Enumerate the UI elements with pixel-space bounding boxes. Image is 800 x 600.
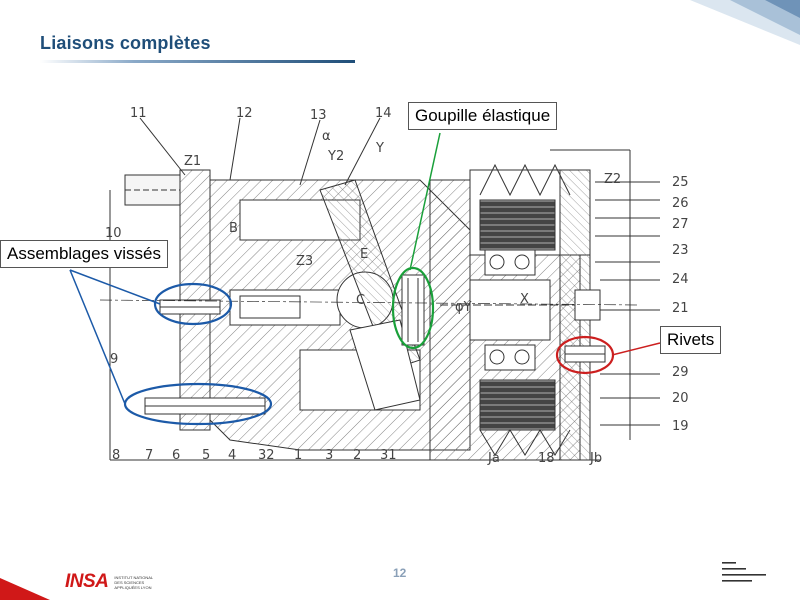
goupille-connector (409, 132, 441, 271)
label-18: 18 (538, 451, 555, 466)
label-b: B (229, 221, 238, 236)
drawing-body (99, 117, 660, 461)
label-32: 32 (258, 448, 275, 463)
label-1: 1 (294, 448, 302, 463)
label-alpha: α (322, 129, 331, 144)
label-y2: Y2 (327, 149, 344, 164)
label-26: 26 (672, 196, 689, 211)
corner-decoration (690, 0, 800, 45)
insa-logo: INSA INSTITUT NATIONAL DES SCIENCES APPL… (65, 571, 154, 593)
label-25: 25 (672, 175, 689, 190)
label-14: 14 (375, 106, 392, 121)
label-10: 10 (105, 226, 122, 241)
label-7: 7 (145, 448, 153, 463)
rivets-connector (611, 342, 661, 356)
label-24: 24 (672, 272, 689, 287)
label-ja: Ja (487, 451, 500, 466)
label-23: 23 (672, 243, 689, 258)
label-jb: Jb (589, 451, 602, 466)
footer-wedge (0, 578, 50, 600)
title-underline (40, 60, 355, 63)
label-31: 31 (380, 448, 397, 463)
insa-logo-text: INSA (65, 571, 109, 592)
part-number-labels: 11 12 13 14 10 9 8 7 6 5 4 32 1 3 2 31 1… (105, 106, 689, 466)
label-9: 9 (110, 352, 118, 367)
label-2: 2 (353, 448, 361, 463)
label-4: 4 (228, 448, 236, 463)
slide-title: Liaisons complètes (40, 33, 211, 53)
page-number: 12 (393, 566, 407, 580)
label-z1: Z1 (184, 154, 201, 169)
label-12: 12 (236, 106, 253, 121)
bolt-highlight-ring-upper (153, 282, 233, 326)
label-e: E (360, 247, 368, 262)
label-y: Y (375, 141, 384, 156)
label-3: 3 (325, 448, 333, 463)
label-27: 27 (672, 217, 689, 232)
label-11: 11 (130, 106, 147, 121)
label-phiy: φY (455, 300, 472, 315)
label-29: 29 (672, 365, 689, 380)
label-8: 8 (112, 448, 120, 463)
partner-logo (722, 562, 766, 582)
label-21: 21 (672, 301, 689, 316)
label-5: 5 (202, 448, 210, 463)
assemblages-connector-lower (69, 269, 126, 405)
label-x: X (520, 292, 529, 307)
callout-goupille: Goupille élastique (408, 102, 558, 130)
callout-assemblages: Assemblages vissés (0, 240, 169, 268)
assemblages-connector-upper (69, 269, 161, 305)
label-13: 13 (310, 108, 327, 123)
label-z3: Z3 (296, 254, 313, 269)
label-6: 6 (172, 448, 180, 463)
insa-logo-subtitle: INSTITUT NATIONAL DES SCIENCES APPLIQUÉE… (114, 574, 154, 590)
label-c: C (356, 293, 365, 308)
label-19: 19 (672, 419, 689, 434)
callout-rivets: Rivets (660, 326, 722, 354)
goupille-highlight-ring (391, 266, 435, 350)
label-20: 20 (672, 391, 689, 406)
label-z2: Z2 (604, 172, 621, 187)
